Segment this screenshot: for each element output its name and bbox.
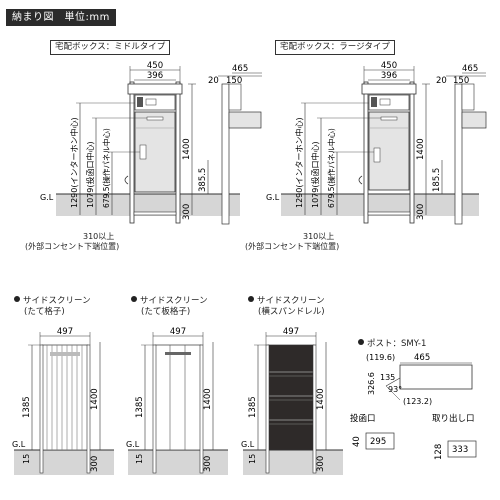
post-dim-119: (119.6) [366,353,395,362]
svg-text:128: 128 [434,444,444,460]
side-screen-spandrel: G.L 497 1385 15 1400 300 [241,327,343,475]
slot-box [365,432,395,450]
svg-text:15: 15 [22,454,31,464]
svg-text:333: 333 [452,445,468,455]
svg-text:G.L: G.L [12,440,26,449]
screen-title-vertical-lattice: サイドスクリーン (たて格子) [14,296,91,318]
dim-150: 150 [226,76,242,86]
svg-text:1079(投函口中心): 1079(投函口中心) [310,141,320,208]
intercom-speaker [137,97,143,107]
svg-text:396: 396 [381,71,397,81]
svg-text:497: 497 [283,327,299,337]
dim-20: 20 [208,76,219,86]
svg-text:1385: 1385 [248,396,258,418]
side-view-post [221,83,230,225]
svg-text:295: 295 [370,437,386,447]
svg-text:G.L: G.L [241,440,255,449]
outlet-note-middle: 310以上 (外部コンセント下端位置) [25,232,120,251]
drawing-title: 納まり図 単位:mm [6,9,116,26]
screen-title-spandrel: サイドスクリーン (横スパンドレル) [248,296,325,318]
dim-450: 450 [147,61,163,71]
svg-text:1290(インターホン中心): 1290(インターホン中心) [294,117,304,208]
dim-465: 465 [232,64,248,74]
box-left-post [129,81,135,224]
svg-text:497: 497 [57,327,73,337]
svg-text:300: 300 [90,456,100,472]
dim-396: 396 [147,71,163,81]
large-type-label: 宅配ボックス：ラージタイプ [275,40,395,55]
outlet-note-large: 310以上 (外部コンセント下端位置) [245,232,340,251]
svg-text:15: 15 [135,454,144,464]
svg-text:450: 450 [381,61,397,71]
dim-1079: 1079(投函口中心) [85,141,95,208]
post-dim-465: 465 [414,353,430,363]
side-view-box [228,111,262,129]
dim-1400: 1400 [182,138,192,160]
svg-text:15: 15 [248,454,257,464]
dim-679: 679.5(操作パネル中心) [101,128,111,208]
svg-text:1400: 1400 [316,388,326,410]
svg-text:300: 300 [203,456,213,472]
dim-1290: 1290(インターホン中心) [69,117,79,208]
gl-label: G.L [266,193,280,202]
svg-text:1400: 1400 [416,138,426,160]
post-dim-93: 93° [388,385,402,394]
takeout-box [447,440,477,458]
screen-title-vertical-board: サイドスクリーン (たて板格子) [131,296,208,318]
gl-label: G.L [40,193,54,202]
post-title: ポスト：SMY-1 [358,337,426,349]
svg-text:300: 300 [316,456,326,472]
svg-text:465: 465 [462,64,478,74]
dim-300: 300 [182,204,192,220]
svg-text:497: 497 [170,327,186,337]
svg-text:1385: 1385 [135,396,145,418]
dim-385: 385.5 [198,168,208,192]
svg-text:1400: 1400 [90,388,100,410]
ground-front [56,194,240,216]
box-top-cap [127,83,183,95]
mail-slot [146,116,164,121]
post-dim-326: 326.6 [367,372,376,395]
svg-text:40: 40 [352,436,362,447]
svg-text:150: 150 [453,76,469,86]
post-body [399,364,473,390]
svg-text:679.5(操作パネル中心): 679.5(操作パネル中心) [326,128,336,208]
side-screen-vertical-board: G.L 497 1385 15 1400 300 [126,327,228,475]
svg-text:1385: 1385 [22,396,32,418]
slot-label: 投函口 [350,413,376,424]
post-dim-135: 135 [380,373,395,382]
svg-text:G.L: G.L [126,440,140,449]
svg-text:300: 300 [416,204,426,220]
svg-text:20: 20 [436,76,447,86]
side-screen-vertical-lattice: G.L 497 1385 15 1400 300 [12,327,114,475]
middle-type-label: 宅配ボックス：ミドルタイプ [50,40,171,55]
post-dim-123: (123.2) [403,397,432,406]
box-right-post [175,81,181,224]
svg-text:185.5: 185.5 [432,168,442,192]
svg-text:1400: 1400 [203,388,213,410]
takeout-label: 取り出し口 [432,413,475,424]
